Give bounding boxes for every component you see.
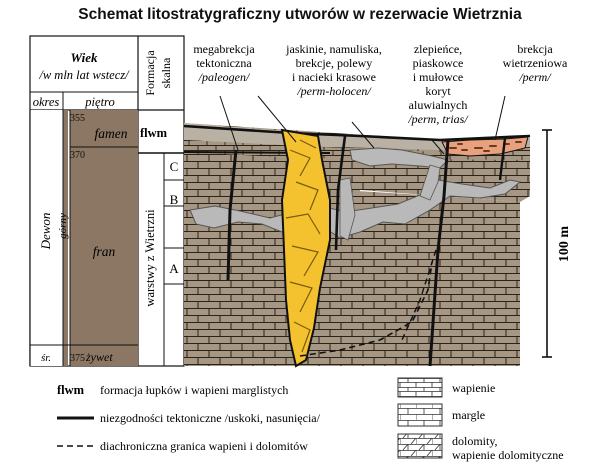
scale-bar: 100 m: [542, 129, 572, 358]
header-okres: okres: [33, 95, 60, 109]
header-pietro: piętro: [84, 95, 114, 109]
label-zlep-2: piaskowce: [413, 56, 464, 70]
erosion-surface: [183, 124, 531, 142]
label-brek-2: wietrzeniowa: [503, 56, 568, 70]
legend: flwm formacja łupków i wapieni marglisty…: [57, 377, 564, 462]
label-jask-1: jaskinie, namuliska,: [285, 42, 382, 56]
pointer-karst: [351, 121, 375, 149]
period-dewon: Dewon: [38, 213, 53, 251]
header-formacja-line1: Formacja: [143, 50, 157, 96]
epoch-gorny: górny: [57, 213, 69, 239]
legend-dolomity-1: dolomity,: [452, 434, 498, 448]
legend-margle: margle: [452, 408, 485, 422]
legend-wapienie: wapienie: [452, 381, 495, 395]
fault-4: [498, 137, 507, 181]
fault-1: [226, 149, 238, 281]
legend-swatch-wapienie: [397, 377, 443, 398]
label-zlep-4: koryt: [425, 84, 451, 98]
legend-niezg-text: niezgodności tektoniczne /uskoki, nasuni…: [100, 411, 321, 425]
label-zlep-1: zlepieńce,: [414, 42, 462, 56]
pointer-megabreccia-2: [257, 95, 297, 143]
limestone-body-east: [340, 190, 520, 366]
label-mega-1: megabrekcja: [193, 42, 255, 56]
unit-labels: megabrekcja tektoniczna /paleogen/ jaski…: [193, 42, 568, 126]
stage-zywet: żywet: [85, 350, 113, 364]
stage-fran: fran: [93, 244, 116, 259]
legend-flwm-key: flwm: [57, 383, 85, 397]
stage-famen: famen: [95, 126, 128, 141]
diagram-title: Schemat litostratygraficzny utworów w re…: [78, 6, 522, 23]
label-brek-3: /perm/: [518, 70, 552, 84]
fault-2: [334, 135, 347, 251]
age-band: [70, 110, 138, 366]
period-band: [30, 110, 63, 366]
label-jask-2: brekcje, polewy: [296, 56, 373, 70]
age-355: 355: [70, 113, 85, 124]
legend-swatch-margle: [397, 403, 443, 427]
cross-section: [183, 95, 531, 368]
age-375: 375: [70, 353, 85, 364]
member-b: B: [170, 192, 179, 207]
label-jask-3: i nacieki krasowe: [292, 70, 376, 84]
header-formacja-line2: skalna: [159, 57, 173, 88]
age-370: 370: [70, 150, 85, 161]
age-tick-band: [63, 110, 68, 366]
member-c: C: [170, 159, 179, 174]
fault-3: [428, 139, 450, 367]
label-mega-2: tektoniczna: [196, 56, 252, 70]
legend-dolomity-2: wapienie dolomityczne: [452, 448, 564, 462]
header-wiek-sub: /w mln lat wstecz/: [38, 68, 130, 82]
epoch-sr: śr.: [41, 352, 51, 364]
stratigraphic-column: Wiek /w mln lat wstecz/ okres piętro For…: [29, 35, 185, 367]
header-wiek: Wiek: [71, 50, 98, 65]
label-zlep-6: /perm, trias/: [407, 112, 469, 126]
legend-swatch-dolomity: [397, 433, 443, 459]
member-a: A: [169, 261, 179, 276]
legend-flwm-text: formacja łupków i wapieni marglistych: [100, 383, 288, 397]
label-brek-1: brekcja: [517, 42, 553, 56]
pointer-conglomerate: [431, 139, 445, 155]
pointer-megabreccia-1: [219, 95, 239, 151]
tectonic-megabreccia: [280, 128, 331, 368]
conglomerate-lens: [441, 136, 529, 157]
formation-warstwy: warstwy z Wietrzni: [143, 209, 157, 307]
label-jask-4: /perm-holocen/: [296, 84, 372, 98]
label-zlep-3: i mułowce: [413, 70, 463, 84]
diachronic-boundary: [299, 261, 433, 357]
label-mega-3: /paleogen/: [198, 70, 251, 84]
legend-diach-text: diachroniczna granica wapieni i dolomitó…: [100, 439, 308, 453]
pointer-weathering-breccia: [494, 95, 506, 141]
formation-flwm: flwm: [140, 126, 168, 140]
label-zlep-5: aluwialnych: [409, 98, 468, 112]
scale-label: 100 m: [557, 226, 572, 263]
